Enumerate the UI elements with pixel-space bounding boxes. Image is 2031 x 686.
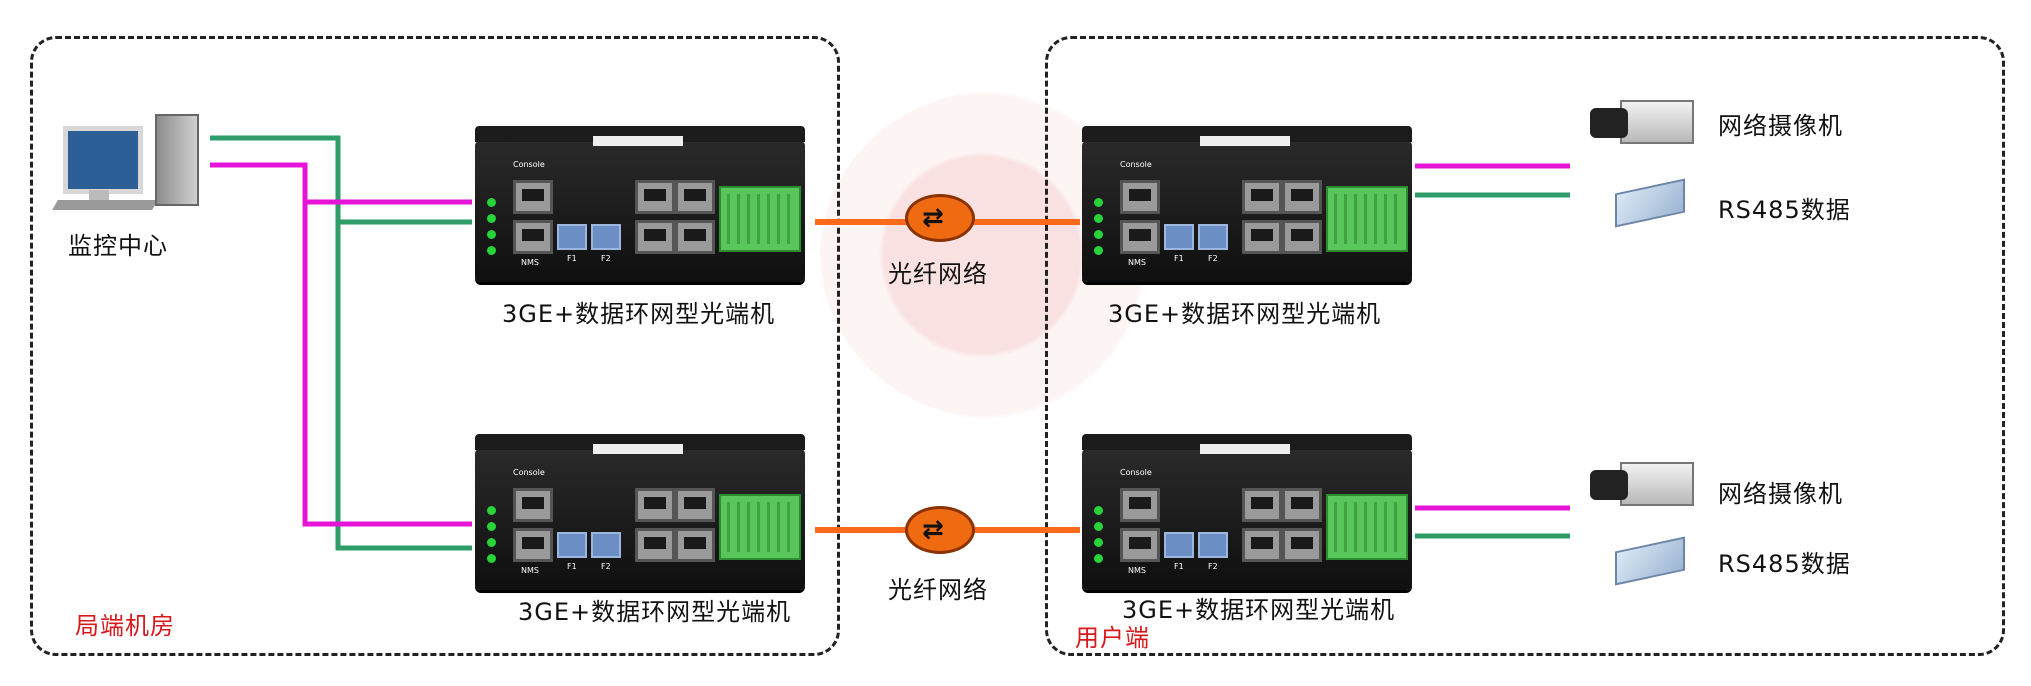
sfp-port-f1 <box>1164 532 1194 558</box>
status-led <box>1094 230 1103 239</box>
status-led <box>487 538 496 547</box>
ethernet-port <box>635 180 675 214</box>
console-label: Console <box>513 468 545 477</box>
magenta-link-bottom <box>302 202 472 527</box>
sfp-port-f1 <box>1164 224 1194 250</box>
console-port <box>513 180 553 214</box>
device-label-bottom-right: 3GE+数据环网型光端机 <box>1122 596 1396 624</box>
ethernet-port <box>1242 220 1282 254</box>
ethernet-port <box>635 220 675 254</box>
device-label-top-right: 3GE+数据环网型光端机 <box>1108 300 1382 328</box>
nms-label: NMS <box>521 566 539 575</box>
device-label-top-left: 3GE+数据环网型光端机 <box>502 300 776 328</box>
f1-label: F1 <box>567 254 577 263</box>
nms-label: NMS <box>1128 258 1146 267</box>
green-link-bottom <box>335 222 472 551</box>
status-led <box>1094 554 1103 563</box>
status-led <box>1094 246 1103 255</box>
nms-label: NMS <box>1128 566 1146 575</box>
f2-label: F2 <box>601 254 611 263</box>
optical-transceiver-top-right: Console NMS F1 F2 <box>1082 126 1412 282</box>
console-port <box>513 488 553 522</box>
rs485-label-bottom: RS485数据 <box>1718 550 1851 578</box>
ethernet-port <box>675 528 715 562</box>
optical-transceiver-bottom-left: Console NMS F1 F2 <box>475 434 805 590</box>
ethernet-port <box>1242 528 1282 562</box>
status-led <box>487 554 496 563</box>
sfp-port-f1 <box>557 224 587 250</box>
f2-label: F2 <box>1208 254 1218 263</box>
ethernet-port <box>1282 220 1322 254</box>
status-led <box>1094 198 1103 207</box>
ethernet-port <box>635 488 675 522</box>
device-label-bottom-left: 3GE+数据环网型光端机 <box>518 598 792 626</box>
terminal-block <box>1326 186 1408 252</box>
rs485-label-top: RS485数据 <box>1718 196 1851 224</box>
terminal-block <box>1326 494 1408 560</box>
status-led <box>487 522 496 531</box>
ethernet-port <box>1282 488 1322 522</box>
console-port <box>1120 488 1160 522</box>
user-end-region <box>1045 36 2005 656</box>
nms-port <box>513 220 553 254</box>
console-label: Console <box>1120 468 1152 477</box>
status-led <box>1094 538 1103 547</box>
optical-transceiver-bottom-right: Console NMS F1 F2 <box>1082 434 1412 590</box>
sfp-port-f2 <box>1198 224 1228 250</box>
green-link-top <box>210 135 472 225</box>
user-end-label: 用户端 <box>1075 624 1150 652</box>
ethernet-port <box>675 220 715 254</box>
network-camera-icon <box>1590 462 1700 512</box>
nms-port <box>513 528 553 562</box>
console-label: Console <box>513 160 545 169</box>
camera-label-top: 网络摄像机 <box>1718 112 1843 140</box>
fiber-network-icon: ⇄ <box>905 506 975 554</box>
f1-label: F1 <box>1174 562 1184 571</box>
f2-label: F2 <box>601 562 611 571</box>
computer-icon <box>52 108 210 218</box>
nms-label: NMS <box>521 258 539 267</box>
terminal-block <box>719 494 801 560</box>
status-led <box>487 246 496 255</box>
status-led <box>487 230 496 239</box>
status-led <box>487 506 496 515</box>
local-office-region <box>30 36 840 656</box>
camera-label-bottom: 网络摄像机 <box>1718 480 1843 508</box>
sfp-port-f2 <box>591 224 621 250</box>
terminal-block <box>719 186 801 252</box>
network-camera-icon <box>1590 100 1700 150</box>
optical-transceiver-top-left: Console NMS F1 F2 <box>475 126 805 282</box>
f1-label: F1 <box>1174 254 1184 263</box>
status-led <box>487 214 496 223</box>
f2-label: F2 <box>1208 562 1218 571</box>
ethernet-port <box>1242 488 1282 522</box>
sfp-port-f1 <box>557 532 587 558</box>
status-led <box>487 198 496 207</box>
nms-port <box>1120 220 1160 254</box>
rs485-converter-icon <box>1615 536 1695 586</box>
ethernet-port <box>675 180 715 214</box>
ethernet-port <box>675 488 715 522</box>
magenta-link-top <box>210 162 472 205</box>
fiber-network-icon: ⇄ <box>905 194 975 242</box>
ethernet-port <box>1242 180 1282 214</box>
f1-label: F1 <box>567 562 577 571</box>
ethernet-port <box>1282 528 1322 562</box>
status-led <box>1094 506 1103 515</box>
rs485-converter-icon <box>1615 178 1695 228</box>
fiber-network-label-bottom: 光纤网络 <box>888 576 988 604</box>
monitor-center-label: 监控中心 <box>68 232 168 260</box>
sfp-port-f2 <box>591 532 621 558</box>
local-office-label: 局端机房 <box>75 612 175 640</box>
console-label: Console <box>1120 160 1152 169</box>
sfp-port-f2 <box>1198 532 1228 558</box>
console-port <box>1120 180 1160 214</box>
status-led <box>1094 522 1103 531</box>
status-led <box>1094 214 1103 223</box>
ethernet-port <box>635 528 675 562</box>
ethernet-port <box>1282 180 1322 214</box>
nms-port <box>1120 528 1160 562</box>
fiber-network-label-top: 光纤网络 <box>888 260 988 288</box>
